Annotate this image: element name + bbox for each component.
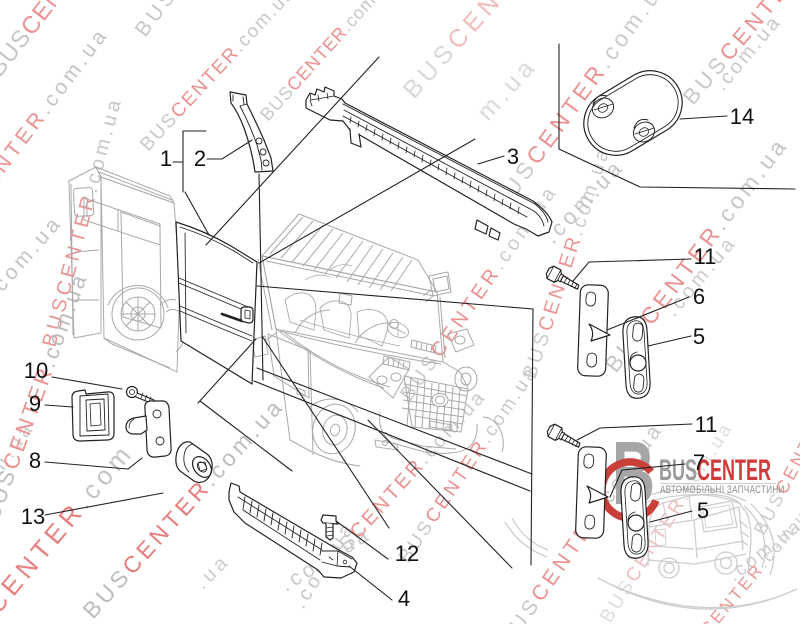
svg-text:10: 10 <box>24 358 48 383</box>
svg-text:14: 14 <box>730 104 754 129</box>
svg-text:АВТОМОБІЛЬНІ ЗАПЧАСТИНИ: АВТОМОБІЛЬНІ ЗАПЧАСТИНИ <box>660 484 785 497</box>
svg-text:BUSCENTER: BUSCENTER <box>659 455 771 488</box>
svg-text:4: 4 <box>398 586 410 611</box>
svg-text:13: 13 <box>21 504 45 529</box>
svg-text:1: 1 <box>160 146 172 171</box>
svg-text:5: 5 <box>693 324 705 349</box>
svg-text:9: 9 <box>29 391 41 416</box>
svg-text:5: 5 <box>697 498 709 523</box>
svg-text:8: 8 <box>29 448 41 473</box>
svg-text:11: 11 <box>694 244 717 269</box>
svg-text:2: 2 <box>194 146 206 171</box>
svg-text:6: 6 <box>693 284 705 309</box>
svg-text:7: 7 <box>693 450 705 475</box>
svg-text:11: 11 <box>695 412 718 437</box>
svg-text:12: 12 <box>395 541 419 566</box>
svg-text:3: 3 <box>507 144 519 169</box>
